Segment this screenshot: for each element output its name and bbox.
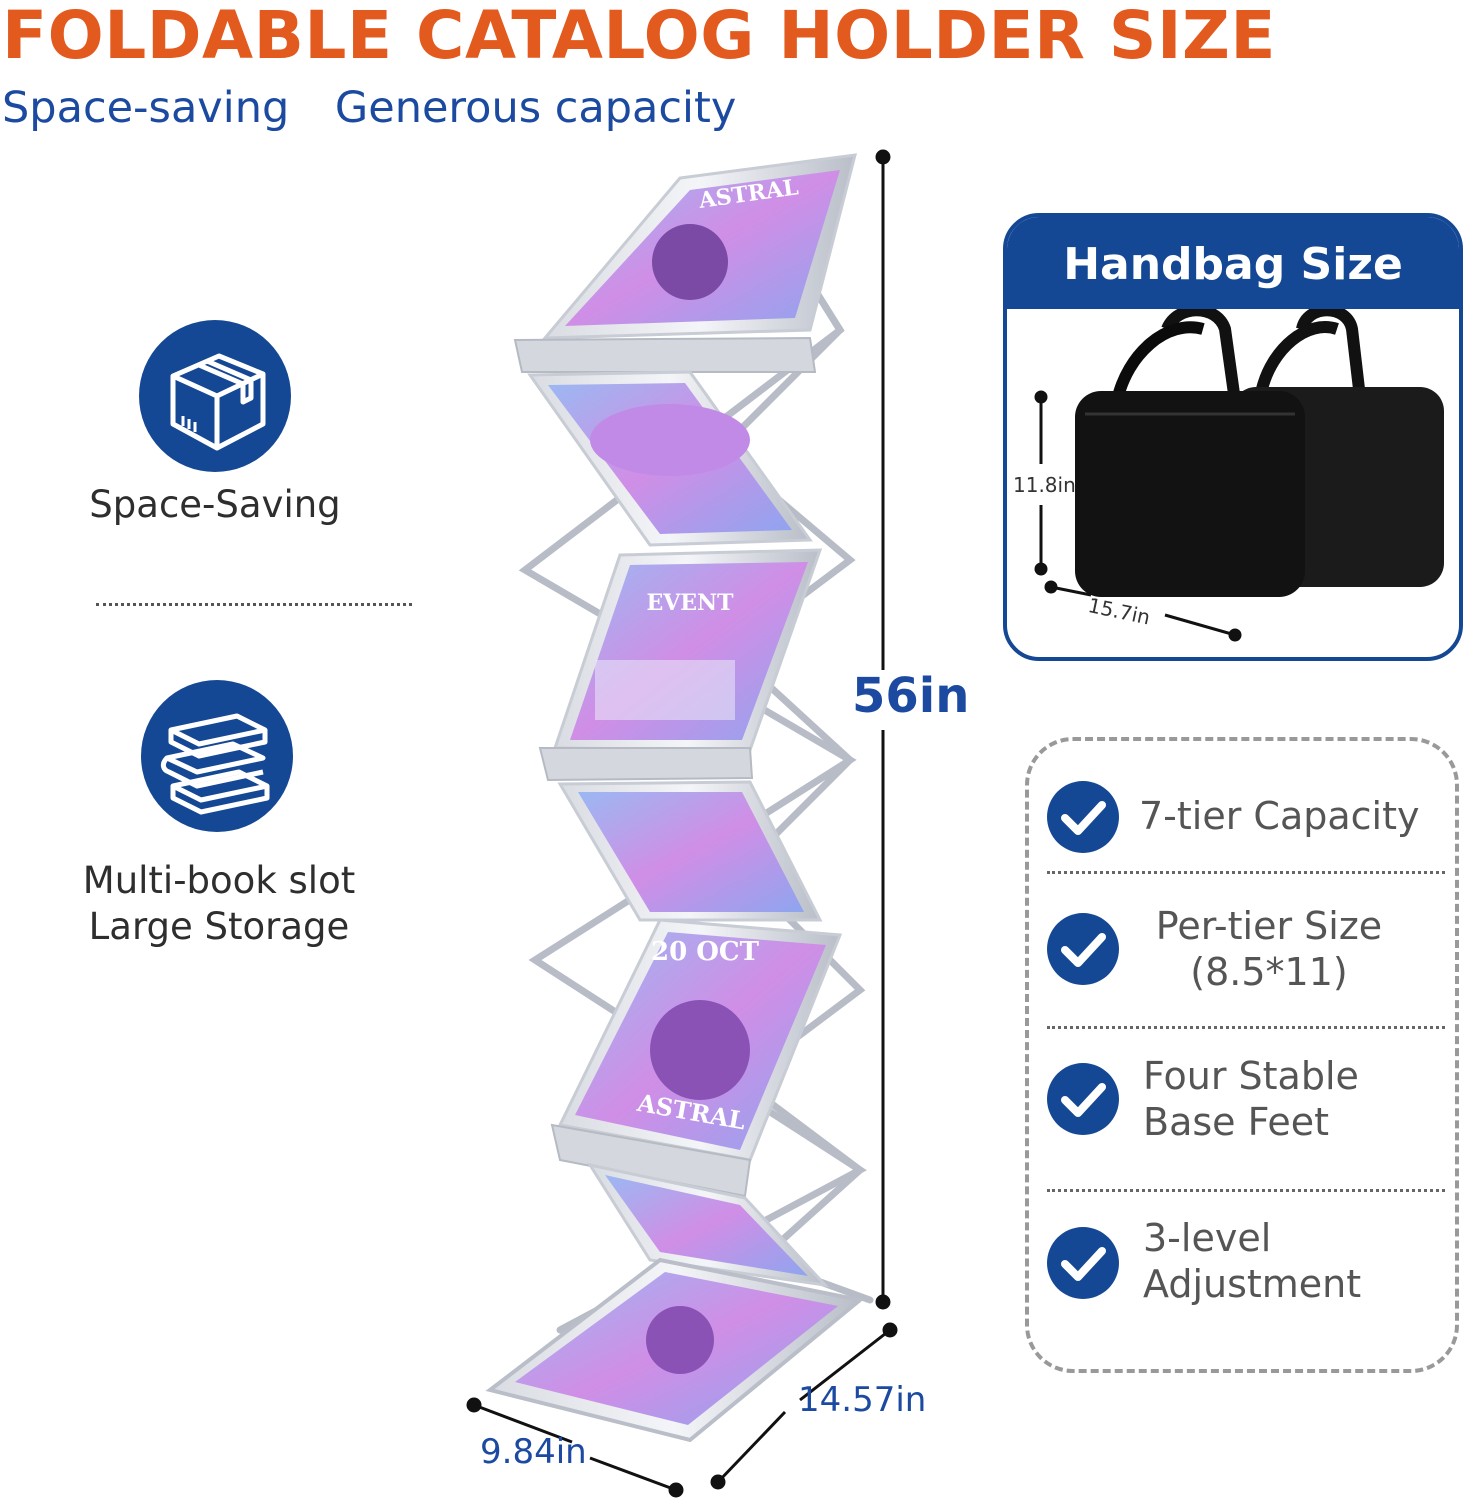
checklist-line: 7-tier Capacity <box>1139 794 1420 838</box>
width-dimension-line <box>466 1397 684 1498</box>
tier-5: 20 OCT ASTRAL <box>550 918 843 1198</box>
books-icon <box>141 680 293 832</box>
checklist-line: (8.5*11) <box>1190 950 1348 994</box>
depth-label: 14.57in <box>798 1380 927 1420</box>
checklist-divider <box>1047 1026 1445 1029</box>
checklist-line: Base Feet <box>1143 1100 1330 1144</box>
checklist-line: 3-level <box>1143 1216 1272 1260</box>
flyer-event-text: EVENT <box>646 590 734 616</box>
height-dimension-line <box>875 149 891 1310</box>
tier-2 <box>527 370 813 547</box>
feature-label-multi-book: Multi-book slot Large Storage <box>64 858 374 950</box>
handbag-size-card: Handbag Size <box>1003 213 1463 661</box>
tier-3: EVENT <box>538 548 823 782</box>
bag-height-label: 11.8in <box>1013 473 1076 497</box>
catalog-holder-image: ASTRAL EVENT 20 OCT ASTRAL <box>466 149 898 1498</box>
subtitle-space-saving: Space-saving <box>2 83 290 133</box>
checklist-line: Four Stable <box>1143 1054 1359 1098</box>
check-icon <box>1047 1063 1119 1135</box>
handbag-title: Handbag Size <box>1007 217 1459 309</box>
check-icon <box>1047 781 1119 853</box>
handbag-image <box>1034 304 1444 642</box>
check-icon <box>1047 1227 1119 1299</box>
feature-label-line: Space-Saving <box>89 483 341 526</box>
check-icon <box>1047 913 1119 985</box>
checklist-line: Adjustment <box>1143 1262 1362 1306</box>
feature-label-line: Large Storage <box>88 905 350 948</box>
checklist-line: Per-tier Size <box>1155 904 1383 948</box>
tier-4 <box>557 780 823 922</box>
feature-label-space-saving: Space-Saving <box>60 482 370 528</box>
checklist-divider <box>1047 871 1445 874</box>
tier-1: ASTRAL <box>513 153 858 373</box>
checklist-text: 3-level Adjustment <box>1143 1215 1361 1307</box>
features-checklist: 7-tier Capacity Per-tier Size (8.5*11) F… <box>1025 737 1459 1373</box>
checklist-divider <box>1047 1189 1445 1192</box>
box-icon <box>139 320 291 472</box>
handbag-image-area: 11.8in 15.7in <box>1007 304 1459 657</box>
checklist-text: Per-tier Size (8.5*11) <box>1139 903 1399 995</box>
feature-label-line: Multi-book slot <box>82 859 356 902</box>
front-bag <box>1075 304 1305 597</box>
checklist-text: 7-tier Capacity <box>1139 793 1420 839</box>
depth-dimension-line <box>710 1322 898 1490</box>
width-label: 9.84in <box>480 1432 587 1472</box>
feature-divider <box>96 603 412 606</box>
checklist-text: Four Stable Base Feet <box>1143 1053 1359 1145</box>
bag-height-dimension <box>1034 390 1048 576</box>
subtitle-capacity: Generous capacity <box>334 83 737 133</box>
page-title: FOLDABLE CATALOG HOLDER SIZE <box>2 0 1276 74</box>
tier-6 <box>586 1162 829 1288</box>
page-subtitle: Space-saving Generous capacity <box>2 78 736 138</box>
height-label: 56in <box>852 668 970 724</box>
bag-width-dimension <box>1044 580 1242 642</box>
flyer-date-text: 20 OCT <box>651 937 760 967</box>
tier-base <box>485 1257 865 1443</box>
